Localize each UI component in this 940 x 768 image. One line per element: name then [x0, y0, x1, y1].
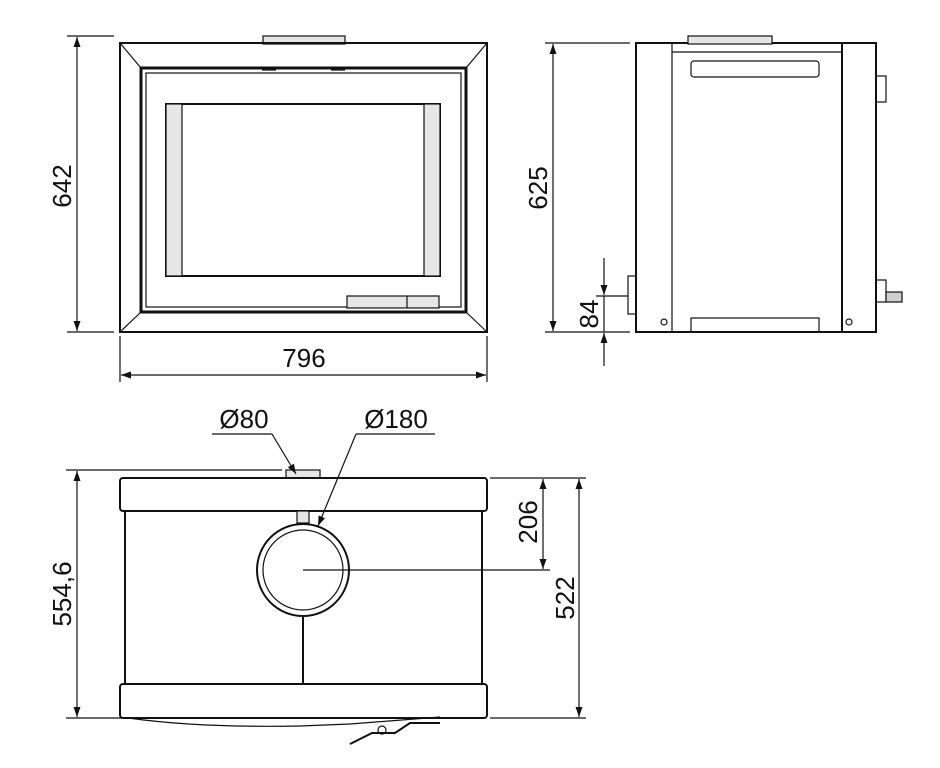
- top-body-depth-label: 522: [550, 576, 580, 619]
- top-front-band: [119, 683, 488, 719]
- front-height-label: 642: [47, 164, 77, 207]
- side-body: [635, 42, 843, 333]
- top-large-flue-label: Ø180: [364, 404, 428, 434]
- top-small-flue-collar: [285, 469, 321, 479]
- side-view: 625 84: [523, 35, 903, 366]
- top-view: Ø80 Ø180 554,6 522 206: [47, 404, 586, 745]
- top-rear-band: [119, 477, 488, 512]
- side-top-collar: [687, 35, 773, 45]
- front-glass: [165, 103, 441, 277]
- front-view: 642 796: [47, 35, 488, 382]
- top-total-depth-label: 554,6: [47, 561, 77, 626]
- side-offset-label: 84: [574, 300, 604, 329]
- top-flue-offset-label: 206: [513, 500, 543, 543]
- top-small-flue-label: Ø80: [219, 404, 268, 434]
- front-outer-frame: [119, 42, 488, 333]
- front-door-handle: [346, 295, 440, 309]
- front-width-label: 796: [282, 343, 325, 373]
- side-height-label: 625: [523, 166, 553, 209]
- front-door-frame: [139, 66, 468, 314]
- side-vent-slot: [690, 60, 820, 78]
- side-back-panel: [841, 42, 877, 333]
